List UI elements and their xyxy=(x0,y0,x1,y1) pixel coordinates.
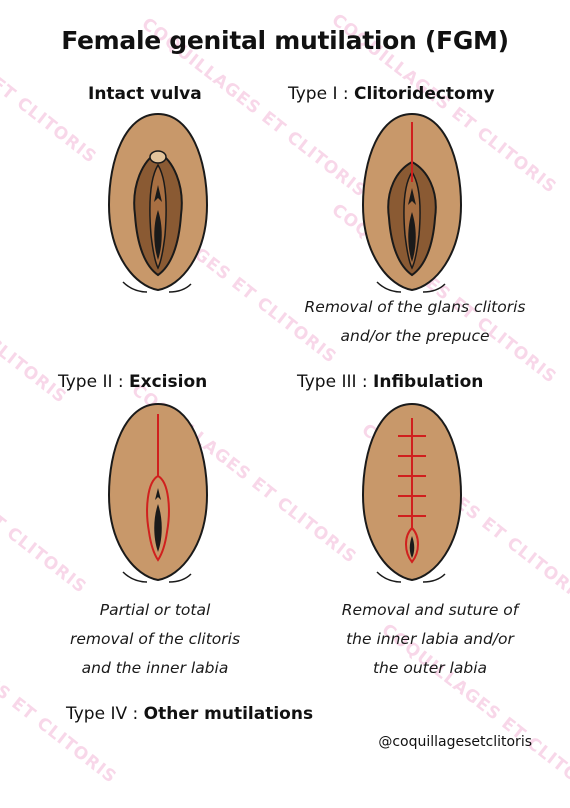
caption-line: Partial or total xyxy=(99,601,211,619)
caption-line: removal of the clitoris xyxy=(69,630,241,648)
caption-line: Removal of the glans clitoris xyxy=(304,298,526,316)
type3-prefix: Type III : xyxy=(297,372,374,392)
type2-title: Type II : Excision xyxy=(58,372,207,392)
type1-illustration xyxy=(361,112,463,293)
caption-line: the outer labia xyxy=(372,659,488,677)
type3-title: Type III : Infibulation xyxy=(297,372,483,392)
type1-caption: Removal of the glans clitoris and/or the… xyxy=(270,293,560,351)
caption-line: and/or the prepuce xyxy=(340,327,490,345)
type4-title: Type IV : Other mutilations xyxy=(66,704,313,724)
page-title: Female genital mutilation (FGM) xyxy=(61,26,509,55)
intact-vulva-title: Intact vulva xyxy=(88,84,202,104)
type1-prefix: Type I : xyxy=(288,84,354,104)
type2-illustration xyxy=(107,402,209,583)
intact-vulva-illustration xyxy=(107,112,209,293)
type2-prefix: Type II : xyxy=(58,372,130,392)
type1-name: Clitoridectomy xyxy=(354,84,495,104)
caption-line: the inner labia and/or xyxy=(346,630,514,648)
type3-name: Infibulation xyxy=(373,372,484,392)
type3-caption: Removal and suture of the inner labia an… xyxy=(295,596,565,683)
type1-title: Type I : Clitoridectomy xyxy=(288,84,495,104)
watermark: COQUILLAGES ET CLITORIS xyxy=(0,410,91,598)
type2-caption: Partial or total removal of the clitoris… xyxy=(20,596,290,683)
intact-vulva-label: Intact vulva xyxy=(88,84,202,104)
type3-illustration xyxy=(361,402,463,583)
type4-prefix: Type IV : xyxy=(66,704,144,724)
credit-handle: @coquillagesetclitoris xyxy=(378,734,532,750)
type2-name: Excision xyxy=(129,372,208,392)
caption-line: and the inner labia xyxy=(81,659,229,677)
caption-line: Removal and suture of xyxy=(341,601,519,619)
type4-name: Other mutilations xyxy=(143,704,314,724)
